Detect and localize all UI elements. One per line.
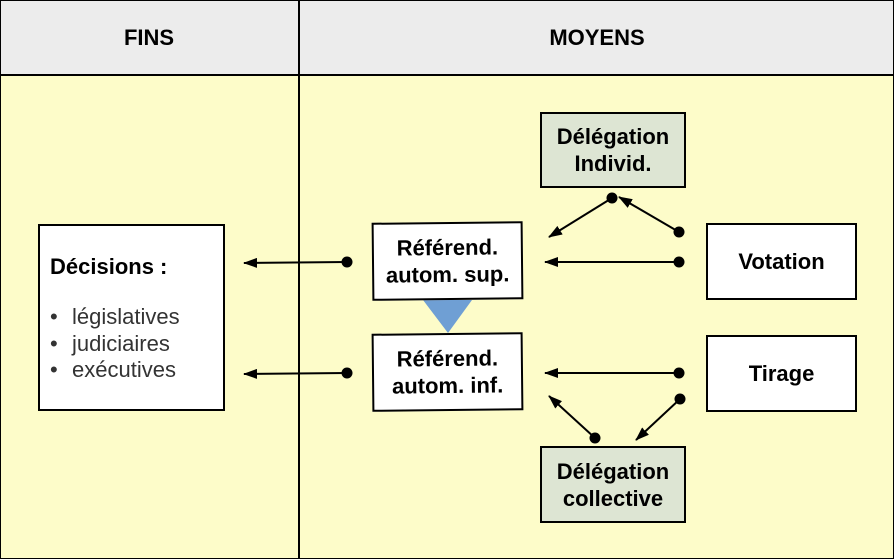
referendum-sup-line1: Référend. xyxy=(396,234,499,261)
tirage-label: Tirage xyxy=(748,361,815,386)
list-item: •judiciaires xyxy=(50,330,170,356)
arrow-delegcoll-to-refinf xyxy=(548,395,601,444)
referendum-inf-box: Référend. autom. inf. xyxy=(371,332,524,412)
arrow-tirage-to-delegcoll xyxy=(635,393,686,441)
referendum-sup-box: Référend. autom. sup. xyxy=(371,221,524,301)
decisions-box: Décisions : •législatives •judiciaires •… xyxy=(38,224,225,411)
blue-triangle xyxy=(423,300,472,333)
referendum-sup-line2: autom. sup. xyxy=(385,261,510,288)
arrow-tirage-to-refinf xyxy=(544,367,685,379)
decisions-title: Décisions : xyxy=(50,254,168,279)
referendum-sup-text: Référend. autom. sup. xyxy=(385,233,510,288)
arrow-votation-to-refsup xyxy=(544,256,685,268)
decision-executives: exécutives xyxy=(72,357,176,382)
list-item: •exécutives xyxy=(50,357,176,382)
list-item: •législatives xyxy=(50,304,180,329)
arrow-delegind-to-refsup xyxy=(548,192,618,238)
arrow-refsup-to-decisions xyxy=(243,256,353,268)
delegation-individ-line1: Délégation xyxy=(556,124,670,149)
decisions-list: •législatives •judiciaires •exécutives xyxy=(50,304,180,384)
votation-label: Votation xyxy=(738,249,825,274)
delegation-collective-text: Délégation collective xyxy=(557,458,669,512)
moyens-header-label: MOYENS xyxy=(549,25,645,50)
arrow-votation-to-delegind xyxy=(618,196,685,238)
fins-header: FINS xyxy=(0,0,298,76)
delegation-collective-box: Délégation collective xyxy=(540,446,686,523)
delegation-collective-line2: collective xyxy=(562,485,664,511)
referendum-inf-text: Référend. autom. inf. xyxy=(392,344,504,399)
decision-judiciaires: judiciaires xyxy=(72,330,170,356)
moyens-header: MOYENS xyxy=(300,0,894,76)
fins-header-label: FINS xyxy=(123,25,175,50)
arrow-refinf-to-decisions xyxy=(243,367,353,379)
delegation-individ-box: Délégation Individ. xyxy=(540,112,686,188)
votation-box: Votation xyxy=(706,223,857,300)
referendum-inf-line2: autom. inf. xyxy=(391,372,504,399)
delegation-collective-line1: Délégation xyxy=(556,458,670,484)
referendum-inf-line1: Référend. xyxy=(396,345,499,372)
tirage-box: Tirage xyxy=(706,335,857,412)
delegation-individ-line2: Individ. xyxy=(574,151,652,176)
column-divider xyxy=(298,0,300,559)
decision-legislatives: législatives xyxy=(72,304,180,329)
delegation-individ-text: Délégation Individ. xyxy=(557,123,669,177)
